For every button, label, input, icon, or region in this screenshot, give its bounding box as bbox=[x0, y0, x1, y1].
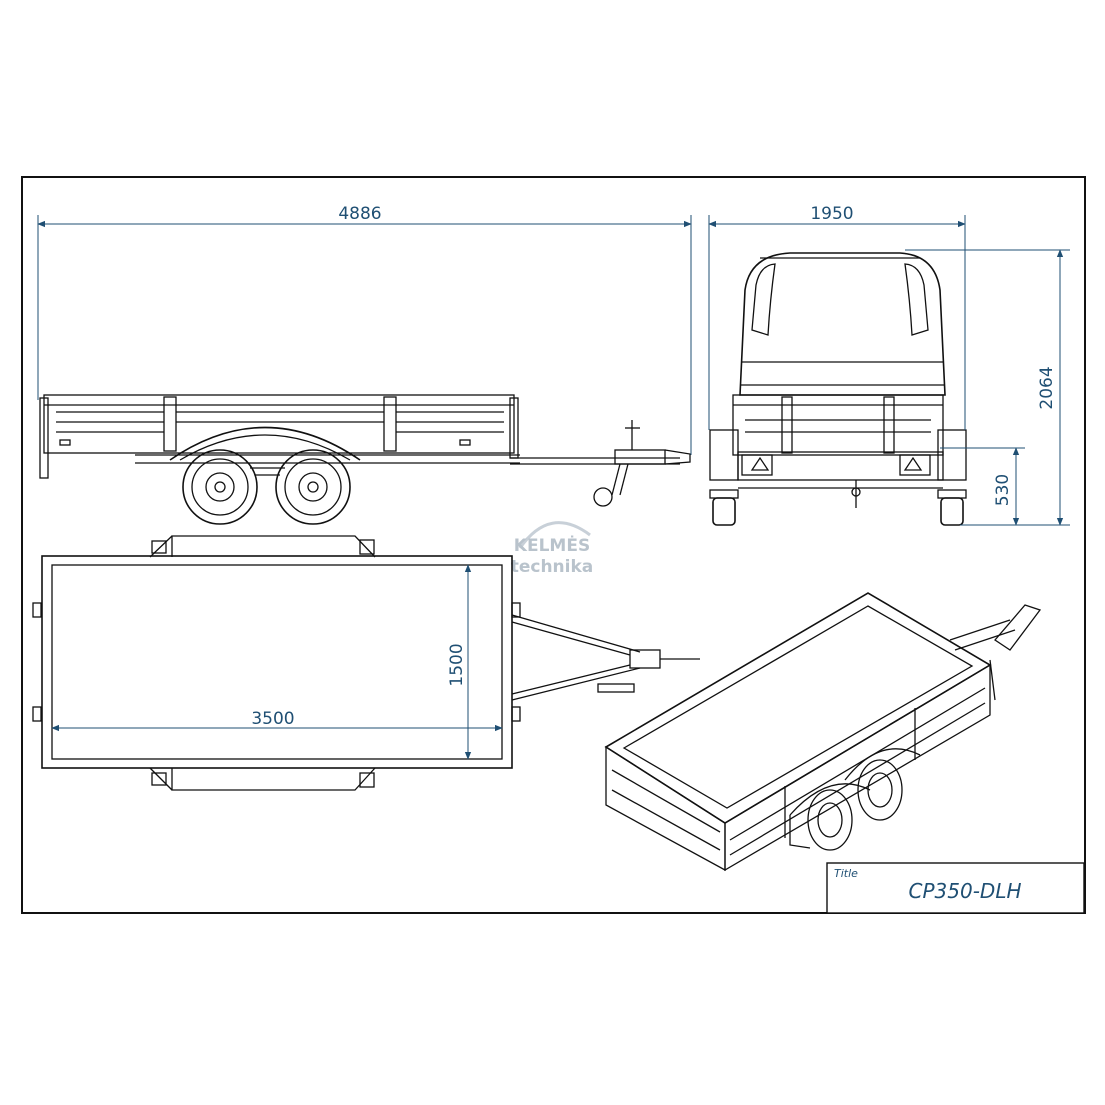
overall-length-label: 4886 bbox=[338, 204, 381, 224]
watermark-logo: KELMĖS technika bbox=[511, 521, 594, 577]
rear-view bbox=[709, 252, 967, 526]
dimension-deck-height: 530 bbox=[940, 447, 1025, 526]
dimension-overall-height: 2064 bbox=[905, 249, 1070, 526]
isometric-view bbox=[604, 592, 1042, 872]
overall-height-label: 2064 bbox=[1037, 366, 1057, 409]
title-label: Title bbox=[834, 867, 858, 880]
watermark-line1: KELMĖS bbox=[514, 534, 590, 556]
dimension-box-width: 1500 bbox=[447, 564, 472, 760]
top-view bbox=[32, 535, 700, 791]
deck-height-label: 530 bbox=[993, 474, 1013, 506]
dimension-overall-length: 4886 bbox=[37, 204, 692, 455]
box-width-label: 1500 bbox=[447, 643, 467, 686]
watermark-line2: technika bbox=[511, 557, 594, 577]
title-value: CP350-DLH bbox=[909, 879, 1022, 903]
dimension-box-length: 3500 bbox=[51, 709, 503, 732]
drawing-frame bbox=[21, 176, 1086, 914]
overall-width-label: 1950 bbox=[810, 204, 853, 224]
box-length-label: 3500 bbox=[251, 709, 294, 729]
dimension-overall-width: 1950 bbox=[708, 204, 966, 430]
title-block: Title CP350-DLH bbox=[826, 862, 1085, 914]
side-view bbox=[39, 394, 691, 525]
